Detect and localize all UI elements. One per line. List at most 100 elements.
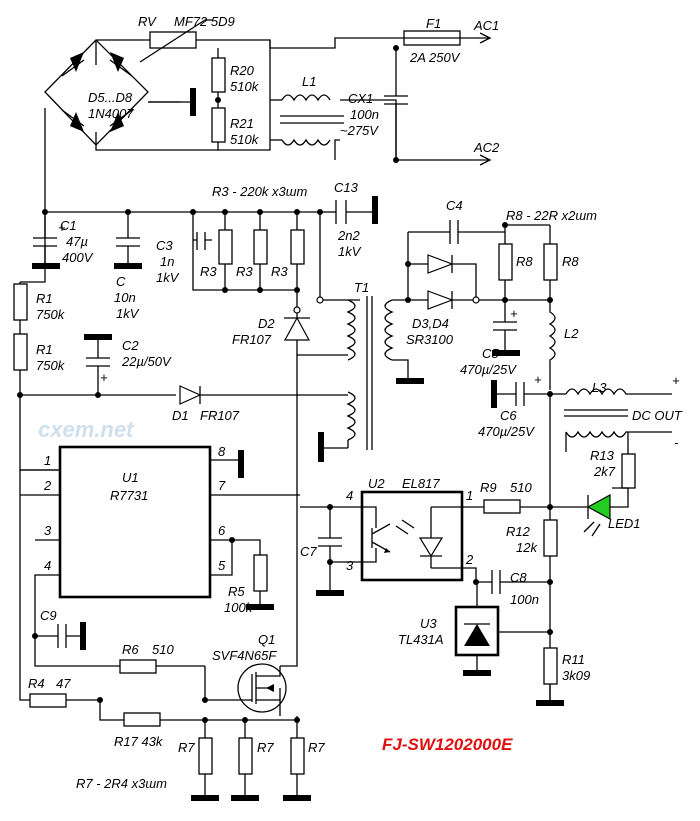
secondary-rectifier [407, 220, 558, 356]
label-c1-value: 47µ [66, 234, 88, 249]
label-c9: C9 [40, 608, 57, 623]
label-ac2: AC2 [473, 140, 500, 155]
label-u3: U3 [420, 616, 437, 631]
label-q1-value: SVF4N65F [212, 648, 277, 663]
label-r11-value: 3k09 [562, 668, 590, 683]
bridge-rectifier [44, 39, 149, 146]
label-r3-b: R3 [236, 264, 253, 279]
label-u3-value: TL431A [398, 632, 444, 647]
label-d3-d4-value: SR3100 [406, 332, 454, 347]
label-c8: C8 [510, 570, 527, 585]
label-r1-a: R1 [36, 291, 53, 306]
label-ac1: AC1 [473, 18, 499, 33]
schematic-title: FJ-SW1202000E [382, 735, 513, 754]
capacitor-c6 [491, 380, 550, 408]
label-r20-value: 510k [230, 79, 260, 94]
label-r7-b: R7 [257, 740, 274, 755]
label-r8-title: R8 - 22R x2шт [506, 208, 597, 223]
pin-u2-2: 2 [465, 552, 474, 567]
label-c1-plus: + [58, 220, 66, 235]
label-r9-value: 510 [510, 480, 532, 495]
label-r7-c: R7 [308, 740, 325, 755]
capacitor-c8 [462, 567, 550, 594]
ground-bridge [190, 88, 196, 116]
inductor-l2 [548, 300, 556, 390]
resistor-r7-b [238, 737, 253, 775]
label-c6-plus: + [534, 372, 542, 387]
led1 [550, 488, 629, 537]
capacitor-c13 [335, 196, 378, 224]
capacitor-c1 [32, 232, 60, 269]
label-r3-title: R3 - 220k x3шт [212, 184, 307, 199]
label-f1-value: 2A 250V [409, 50, 461, 65]
capacitor-c9 [35, 622, 86, 650]
resistor-r9 [483, 499, 521, 514]
label-c2-value: 22µ/50V [121, 354, 172, 369]
label-u1-value: R7731 [110, 488, 148, 503]
label-u1: U1 [122, 470, 139, 485]
resistor-r20 [211, 57, 226, 93]
resistor-r6 [119, 659, 157, 674]
label-c-voltage: 1kV [116, 306, 140, 321]
thermistor-rv [139, 19, 213, 63]
fuse-f1 [403, 30, 461, 46]
label-c5-value: 470µ/25V [460, 362, 517, 377]
resistor-r13 [621, 453, 636, 489]
shunt-regulator-u3 [454, 582, 550, 676]
pin-u1-3: 3 [44, 523, 52, 538]
pin-u1-6: 6 [218, 523, 226, 538]
label-r3-a: R3 [200, 264, 217, 279]
label-d1: D1 [172, 408, 189, 423]
label-c3-voltage: 1kV [156, 270, 180, 285]
resistor-r3-b [253, 229, 268, 265]
resistor-r7-a [198, 737, 213, 775]
label-rv: RV [138, 14, 157, 29]
label-c8-value: 100n [510, 592, 539, 607]
label-f1: F1 [426, 16, 441, 31]
label-r4: R4 [28, 676, 45, 691]
label-r21: R21 [230, 116, 254, 131]
label-r17: R17 43k [114, 734, 164, 749]
label-r21-value: 510k [230, 132, 260, 147]
capacitor-c [114, 232, 142, 269]
label-r13: R13 [590, 448, 615, 463]
pin-numbers: 1 2 3 4 5 6 7 8 1 2 3 4 [43, 444, 474, 573]
label-r1-a-value: 750k [36, 307, 66, 322]
label-c5-plus: + [510, 306, 518, 321]
label-r7-title: R7 - 2R4 x3шт [76, 776, 167, 791]
label-c6: C6 [500, 408, 517, 423]
label-c4: C4 [446, 198, 463, 213]
resistor-r4 [29, 693, 67, 708]
label-r6: R6 [122, 642, 139, 657]
label-c-value: 10n [114, 290, 136, 305]
label-c3: C3 [156, 238, 173, 253]
pin-u1-8: 8 [218, 444, 226, 459]
label-r5-value: 100k [224, 600, 254, 615]
label-c1: C1 [60, 218, 77, 233]
capacitor-c7 [316, 507, 362, 596]
optocoupler-u2 [300, 490, 464, 582]
diode-d1 [179, 385, 344, 405]
diode-d2 [280, 310, 348, 667]
controller-u1 [19, 445, 300, 660]
label-l1: L1 [302, 74, 316, 89]
label-r20: R20 [230, 63, 255, 78]
label-r11: R11 [562, 652, 585, 667]
label-c: C [116, 274, 126, 289]
label-d2: D2 [258, 316, 275, 331]
label-minus: - [674, 435, 679, 450]
labels: RV MF72 5D9 F1 2A 250V AC1 AC2 D5...D8 1… [28, 14, 683, 791]
choke-l1 [280, 94, 344, 146]
label-u2-value: EL817 [402, 476, 440, 491]
capacitor-c3 [193, 232, 212, 250]
label-d5-d8-value: 1N4007 [88, 106, 134, 121]
pin-u2-4: 4 [346, 488, 353, 503]
resistor-r21 [211, 107, 226, 143]
capacitor-c2 [84, 334, 112, 395]
label-d3-d4: D3,D4 [412, 316, 449, 331]
label-c13-value: 2n2 [337, 228, 360, 243]
label-r9: R9 [480, 480, 497, 495]
label-r1-b-value: 750k [36, 358, 66, 373]
